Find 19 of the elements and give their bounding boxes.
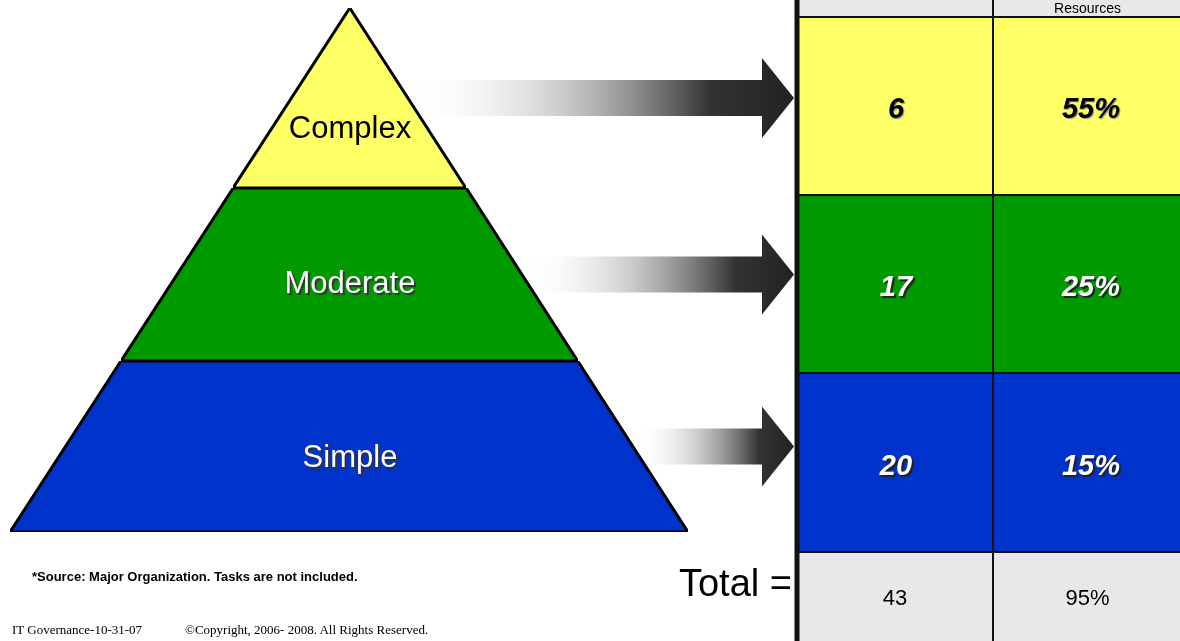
table-value: 6 [887,91,905,125]
total-value: 95% [1064,585,1111,611]
footer-text: IT Governance-10-31-07 [12,622,143,638]
tier-label: Moderate [284,265,416,301]
table-row [797,195,1180,373]
table-row [797,17,1180,195]
total-label: Total = [677,562,792,605]
table-value: 55% [1062,91,1120,125]
tier-label: Simple [302,439,398,475]
table-row [797,373,1180,552]
table-value: 20 [879,448,913,481]
copyright-text: ©Copyright, 2006- 2008. All Rights Reserved. [185,622,429,638]
table-value: 17 [879,269,913,303]
table-value: 25% [1062,269,1120,303]
source-note: *Source: Major Organization. Tasks are not included. [32,569,358,584]
total-value: 43 [881,585,909,611]
tier-label: Complex [288,110,412,146]
table-value: 15% [1062,448,1120,481]
column-header: Resources [1053,0,1122,16]
